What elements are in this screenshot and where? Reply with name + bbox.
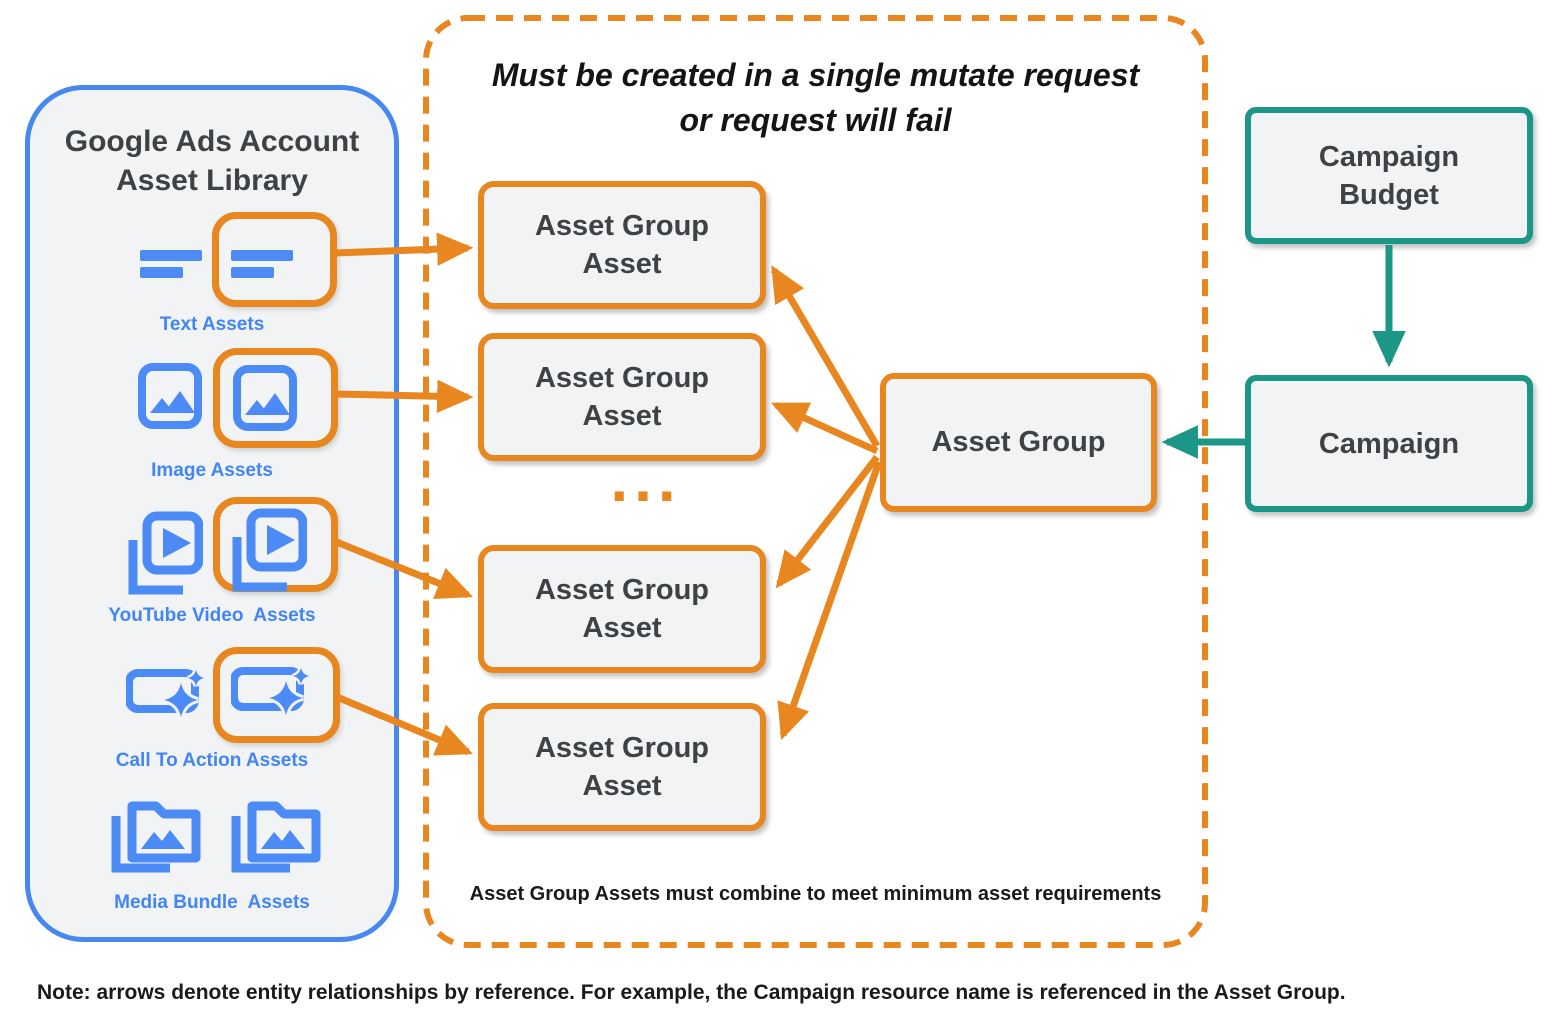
youtube-video-assets-label: YouTube Video Assets [108,605,316,626]
asset-library-panel: Google Ads Account Asset Library Text As… [25,85,399,942]
mutate-title-line1: Must be created in a single mutate reque… [491,57,1140,93]
call-to-action-assets-icon [231,667,310,716]
asset-group-asset-box-1: Asset Group Asset [478,181,766,309]
media-bundle-assets-icon [231,801,321,873]
campaign-label: Campaign [1318,427,1460,460]
asset-library-title: Google Ads Account Asset Library [64,125,360,197]
image-assets-icon [138,363,202,429]
asset-group-asset-label: Asset Group [534,210,710,242]
page-note: Note: arrows denote entity relationships… [37,981,1346,1004]
campaign-budget-label: Budget [1339,178,1439,211]
asset-group-asset-label: Asset [582,770,662,802]
image-asset-highlight-ring [213,348,338,448]
media-bundle-assets-label: Media Bundle Assets [114,892,310,913]
asset-group-asset-label: Asset Group [534,732,710,764]
asset-group-asset-label: Asset [582,248,662,280]
mutate-panel-footnote: Asset Group Assets must combine to meet … [469,883,1162,905]
asset-group-asset-box-2: Asset Group Asset [478,333,766,461]
text-asset-highlight-ring [212,212,337,307]
mutate-title-line2: or request will fail [679,102,952,138]
call-to-action-assets-icon [126,669,205,718]
asset-group-asset-box-4: Asset Group Asset [478,703,766,831]
media-bundle-assets-icon [111,801,201,873]
campaign-box: Campaign [1245,375,1533,512]
mutate-request-panel: Must be created in a single mutate reque… [423,15,1208,948]
asset-group-asset-label: Asset [582,400,662,432]
image-assets-icon [233,365,297,431]
text-assets-label: Text Assets [159,314,265,335]
image-assets-label: Image Assets [151,460,273,481]
campaign-budget-box: Campaign Budget [1245,107,1533,244]
asset-group-asset-label: Asset Group [534,362,710,394]
mutate-panel-title: Must be created in a single mutate reque… [423,53,1208,143]
campaign-budget-label: Campaign [1318,140,1460,173]
text-assets-icon [231,250,293,278]
youtube-video-assets-icon [128,511,203,595]
text-assets-icon [140,250,202,278]
call-to-action-assets-label: Call To Action Assets [115,750,309,771]
asset-group-label: Asset Group [931,426,1106,458]
youtube-video-assets-icon [232,508,307,592]
asset-group-asset-label: Asset [582,612,662,644]
asset-group-box: Asset Group [880,373,1157,512]
asset-group-asset-box-3: Asset Group Asset [478,545,766,673]
asset-group-asset-label: Asset Group [534,574,710,606]
ellipsis-more-assets: ... [610,443,682,515]
